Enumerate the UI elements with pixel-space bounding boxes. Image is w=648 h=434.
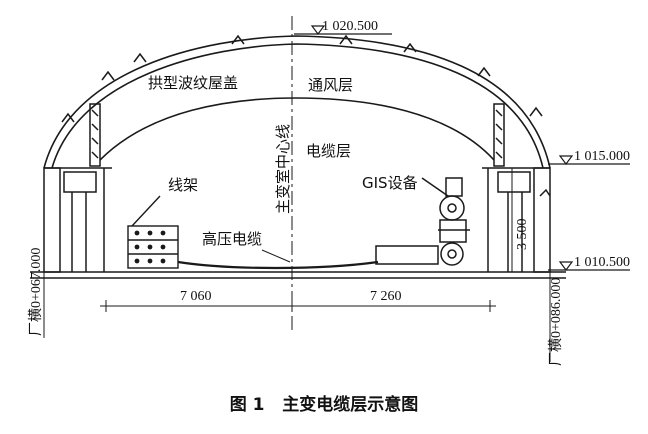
- gis-equipment: [375, 177, 470, 266]
- cable-layer-label: 电缆层: [306, 142, 351, 160]
- inner-arch: [99, 97, 495, 161]
- height-dimension: [506, 167, 518, 273]
- cable-rack: [127, 195, 179, 269]
- figure-title: 主变电缆层示意图: [282, 395, 419, 415]
- figure-number: 图 1: [229, 395, 265, 415]
- outer-arch-roof: [43, 35, 551, 169]
- outer-arch-roof-inner: [51, 43, 544, 169]
- elevation-top: 1 020.500: [322, 19, 378, 34]
- hv-cable-leader: [261, 249, 291, 263]
- roof-label: 拱型波纹屋盖: [148, 74, 238, 92]
- elevation-top-marker: [294, 25, 392, 35]
- gis-label: GIS设备: [362, 174, 418, 192]
- height-label: 3 500: [515, 219, 530, 251]
- cable-rack-dots: [134, 230, 166, 264]
- rack-label: 线架: [168, 176, 198, 194]
- cable-layer-diagram: 拱型波纹屋盖 通风层 电缆层 线架 高压电缆 GIS设备 主变室中心线 1 02…: [28, 16, 630, 366]
- hv-cable: [177, 260, 379, 270]
- elevation-floor-marker: [548, 261, 630, 271]
- hv-cable-label: 高压电缆: [202, 230, 262, 248]
- left-structure: [43, 103, 112, 273]
- floor-slab: [30, 271, 566, 279]
- vent-layer-label: 通风层: [308, 76, 353, 94]
- right-station-label: 厂横0+086.000: [548, 278, 564, 366]
- left-station-label: 厂横0+067.000: [28, 248, 44, 336]
- right-structure: [482, 103, 551, 273]
- elevation-mid-marker: [548, 155, 630, 165]
- right-span-label: 7 260: [370, 289, 402, 304]
- left-span-label: 7 060: [180, 289, 212, 304]
- span-dimensions: [100, 300, 496, 312]
- roof-anchors: [61, 34, 551, 197]
- figure-caption: 图 1 主变电缆层示意图: [0, 390, 648, 415]
- centerline-label: 主变室中心线: [274, 124, 292, 214]
- elevation-floor: 1 010.500: [574, 255, 630, 270]
- elevation-mid: 1 015.000: [574, 149, 630, 164]
